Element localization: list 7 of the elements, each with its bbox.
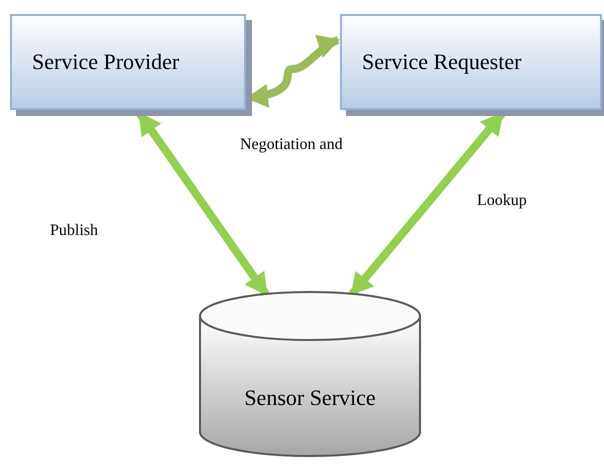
text-label: Lookup	[477, 192, 527, 210]
text-label: Publish	[50, 222, 98, 240]
database-cylinder	[198, 290, 422, 458]
text-label: Negotiation and	[240, 136, 343, 154]
node-label: Sensor Service	[243, 385, 377, 411]
node-label: Service Provider	[31, 49, 180, 75]
node-label: Service Requester	[361, 49, 522, 75]
